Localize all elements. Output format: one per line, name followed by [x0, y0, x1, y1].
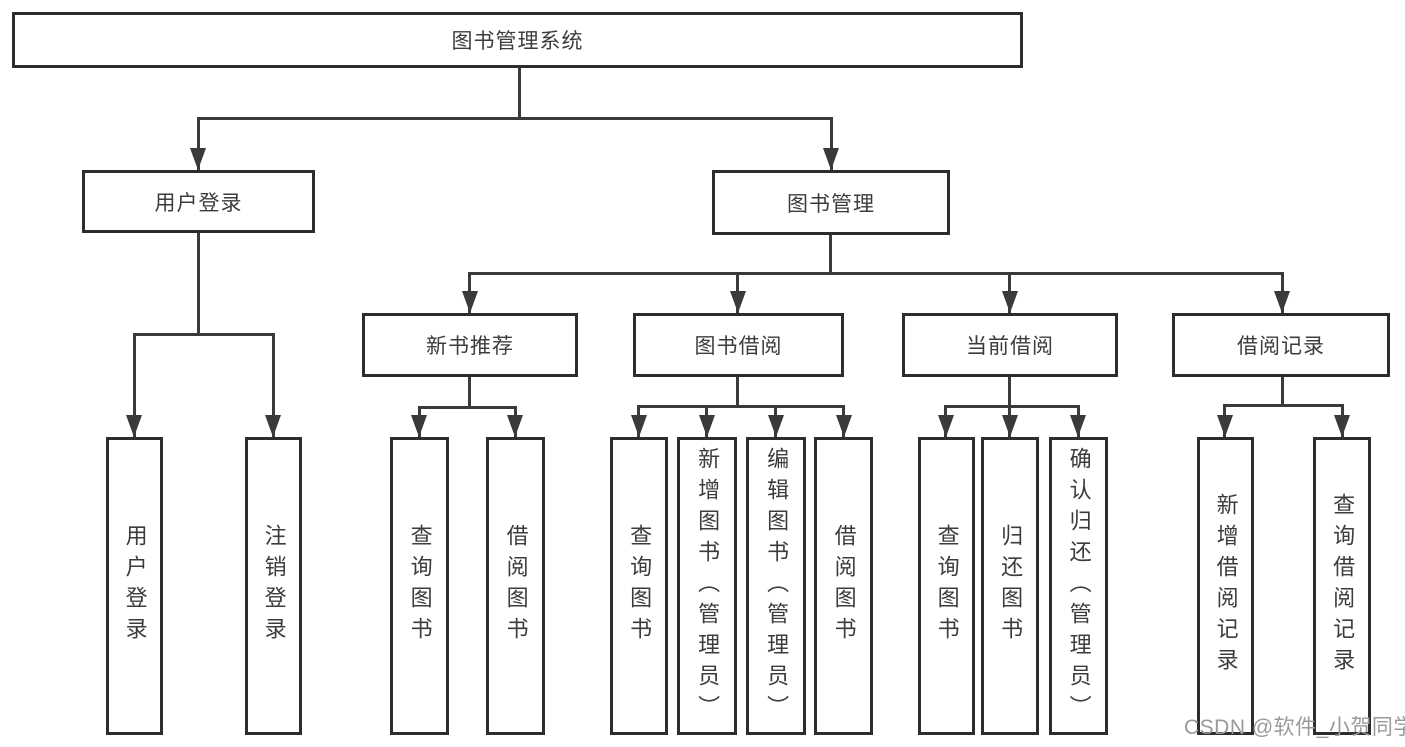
leaf-return-book: 归还图书 — [981, 437, 1039, 735]
connector-current-borrow-stem — [1008, 377, 1011, 407]
node-current-borrow: 当前借阅 — [902, 313, 1118, 377]
connector-arrowhead — [938, 415, 954, 437]
leaf-query-book-current-label: 查询图书 — [934, 524, 960, 648]
watermark: CSDN @软件_小贺同学 — [1184, 716, 1405, 739]
leaf-add-borrow-record: 新增借阅记录 — [1197, 437, 1254, 735]
leaf-borrow-book-label: 借阅图书 — [831, 524, 857, 648]
connector-arrowhead — [190, 148, 206, 170]
node-new-book-recommend: 新书推荐 — [362, 313, 578, 377]
connector-new-book-rail — [418, 406, 517, 409]
node-book-borrow: 图书借阅 — [633, 313, 844, 377]
connector-arrowhead — [699, 415, 715, 437]
connector-arrowhead — [1334, 415, 1350, 437]
leaf-query-book-recommend-label: 查询图书 — [407, 524, 433, 648]
connector-drop-book-management — [830, 117, 833, 170]
connector-arrowhead — [1070, 415, 1086, 437]
connector-arrowhead — [768, 415, 784, 437]
leaf-borrow-book: 借阅图书 — [814, 437, 873, 735]
leaf-borrow-book-recommend-label: 借阅图书 — [503, 524, 529, 648]
node-user-login: 用户登录 — [82, 170, 315, 233]
connector-user-login-stem — [197, 232, 200, 335]
connector-arrowhead — [730, 291, 746, 313]
node-user-login-label: 用户登录 — [154, 191, 243, 215]
node-new-book-recommend-label: 新书推荐 — [426, 335, 514, 358]
connector-new-book-stem — [468, 377, 471, 408]
leaf-confirm-return-admin: 确认归还（管理员） — [1049, 437, 1108, 735]
node-book-management: 图书管理 — [712, 170, 950, 235]
connector-book-borrow-stem — [736, 377, 739, 407]
node-current-borrow-label: 当前借阅 — [966, 335, 1054, 358]
connector-arrowhead — [411, 415, 427, 437]
connector-user-login-rail — [133, 333, 275, 336]
connector-drop-user-login — [197, 117, 200, 170]
connector-root-rail — [197, 117, 833, 120]
node-root: 图书管理系统 — [12, 12, 1023, 68]
leaf-edit-book-admin: 编辑图书（管理员） — [746, 437, 806, 735]
leaf-add-borrow-record-label: 新增借阅记录 — [1213, 493, 1239, 679]
node-root-label: 图书管理系统 — [451, 30, 584, 53]
connector-book-management-rail — [468, 272, 1284, 275]
connector-arrowhead — [126, 415, 142, 437]
connector-arrowhead — [836, 415, 852, 437]
connector-root-stem — [518, 68, 521, 118]
connector-arrowhead — [1217, 415, 1233, 437]
node-book-borrow-label: 图书借阅 — [694, 335, 783, 358]
leaf-return-book-label: 归还图书 — [998, 524, 1024, 648]
leaf-add-book-admin-label: 新增图书（管理员） — [695, 446, 721, 726]
connector-arrowhead — [507, 415, 523, 437]
leaf-user-login: 用户登录 — [106, 437, 163, 735]
node-borrow-records-label: 借阅记录 — [1237, 335, 1325, 358]
connector-arrowhead — [265, 415, 281, 437]
leaf-add-book-admin: 新增图书（管理员） — [677, 437, 737, 735]
connector-current-borrow-rail — [944, 405, 1080, 408]
connector-drop-leaf — [272, 333, 275, 437]
connector-arrowhead — [1274, 291, 1290, 313]
connector-arrowhead — [631, 415, 647, 437]
connector-book-management-stem — [829, 234, 832, 275]
connector-borrow-record-stem — [1281, 377, 1284, 406]
connector-arrowhead — [462, 291, 478, 313]
leaf-query-borrow-record-label: 查询借阅记录 — [1330, 493, 1356, 679]
leaf-logout-label: 注销登录 — [261, 524, 287, 648]
leaf-query-book-borrow-label: 查询图书 — [627, 524, 653, 648]
leaf-query-book-borrow: 查询图书 — [610, 437, 668, 735]
leaf-edit-book-admin-label: 编辑图书（管理员） — [764, 446, 790, 726]
connector-arrowhead — [1002, 291, 1018, 313]
node-borrow-records: 借阅记录 — [1172, 313, 1390, 377]
leaf-query-book-current: 查询图书 — [918, 437, 975, 735]
node-book-management-label: 图书管理 — [787, 192, 875, 216]
leaf-confirm-return-admin-label: 确认归还（管理员） — [1066, 446, 1092, 726]
leaf-logout: 注销登录 — [245, 437, 302, 735]
leaf-query-book-recommend: 查询图书 — [390, 437, 449, 735]
leaf-borrow-book-recommend: 借阅图书 — [486, 437, 545, 735]
connector-arrowhead — [1002, 415, 1018, 437]
connector-drop-leaf — [133, 333, 136, 437]
connector-borrow-record-rail — [1223, 404, 1344, 407]
connector-arrowhead — [823, 148, 839, 170]
leaf-query-borrow-record: 查询借阅记录 — [1313, 437, 1371, 735]
leaf-user-login-label: 用户登录 — [122, 524, 148, 648]
connector-book-borrow-rail — [637, 405, 845, 408]
